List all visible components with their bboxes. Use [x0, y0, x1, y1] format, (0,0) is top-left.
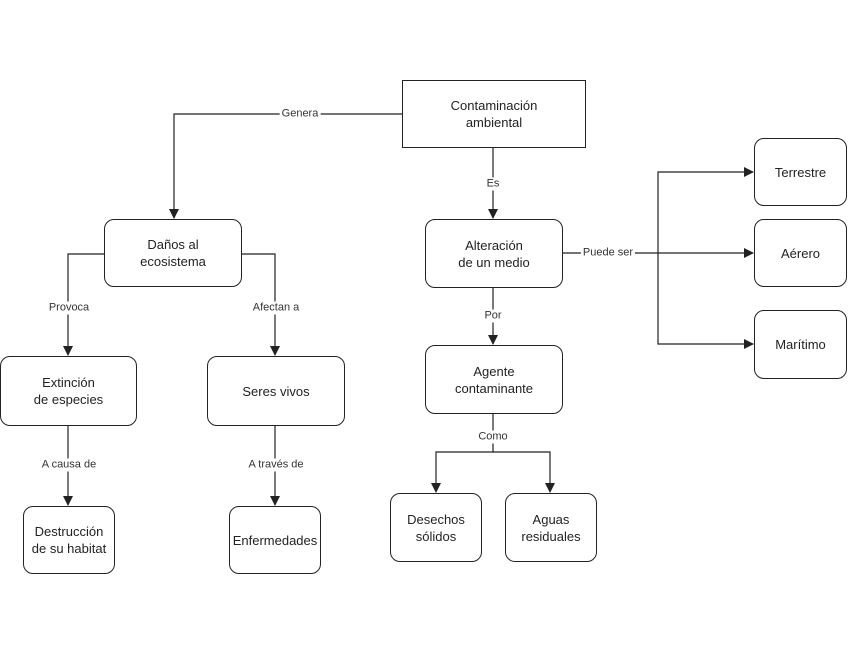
node-aerero: Aérero: [754, 219, 847, 287]
node-terrestre: Terrestre: [754, 138, 847, 206]
node-enfermedades: Enfermedades: [229, 506, 321, 574]
label-puede-ser: Puede ser: [580, 246, 636, 260]
label-genera: Genera: [279, 107, 321, 121]
node-extincion-especies: Extinción de especies: [0, 356, 137, 426]
node-desechos-solidos: Desechos sólidos: [390, 493, 482, 562]
label-a-causa-de: A causa de: [39, 458, 99, 472]
node-alteracion-medio: Alteración de un medio: [425, 219, 563, 288]
node-danos-ecosistema: Daños al ecosistema: [104, 219, 242, 287]
edge-puede-ser-terrestre: [657, 167, 754, 253]
node-seres-vivos: Seres vivos: [207, 356, 345, 426]
edge-afectan: [242, 253, 280, 356]
label-provoca: Provoca: [46, 301, 92, 315]
label-por: Por: [482, 309, 504, 323]
edge-como-aguas: [493, 451, 555, 493]
node-agente-contaminante: Agente contaminante: [425, 345, 563, 414]
edge-provoca: [63, 253, 104, 356]
node-destruccion-habitat: Destrucción de su habitat: [23, 506, 115, 574]
node-aguas-residuales: Aguas residuales: [505, 493, 597, 562]
edge-genera: [169, 113, 402, 219]
node-maritimo: Marítimo: [754, 310, 847, 379]
edge-puede-ser-maritimo: [657, 253, 754, 349]
label-como: Como: [476, 430, 510, 444]
label-afectan-a: Afectan a: [250, 301, 302, 315]
edge-como-trunk: [431, 414, 494, 493]
node-contaminacion-ambiental: Contaminación ambiental: [402, 80, 586, 148]
label-es: Es: [484, 177, 502, 191]
label-a-traves-de: A través de: [246, 458, 306, 472]
